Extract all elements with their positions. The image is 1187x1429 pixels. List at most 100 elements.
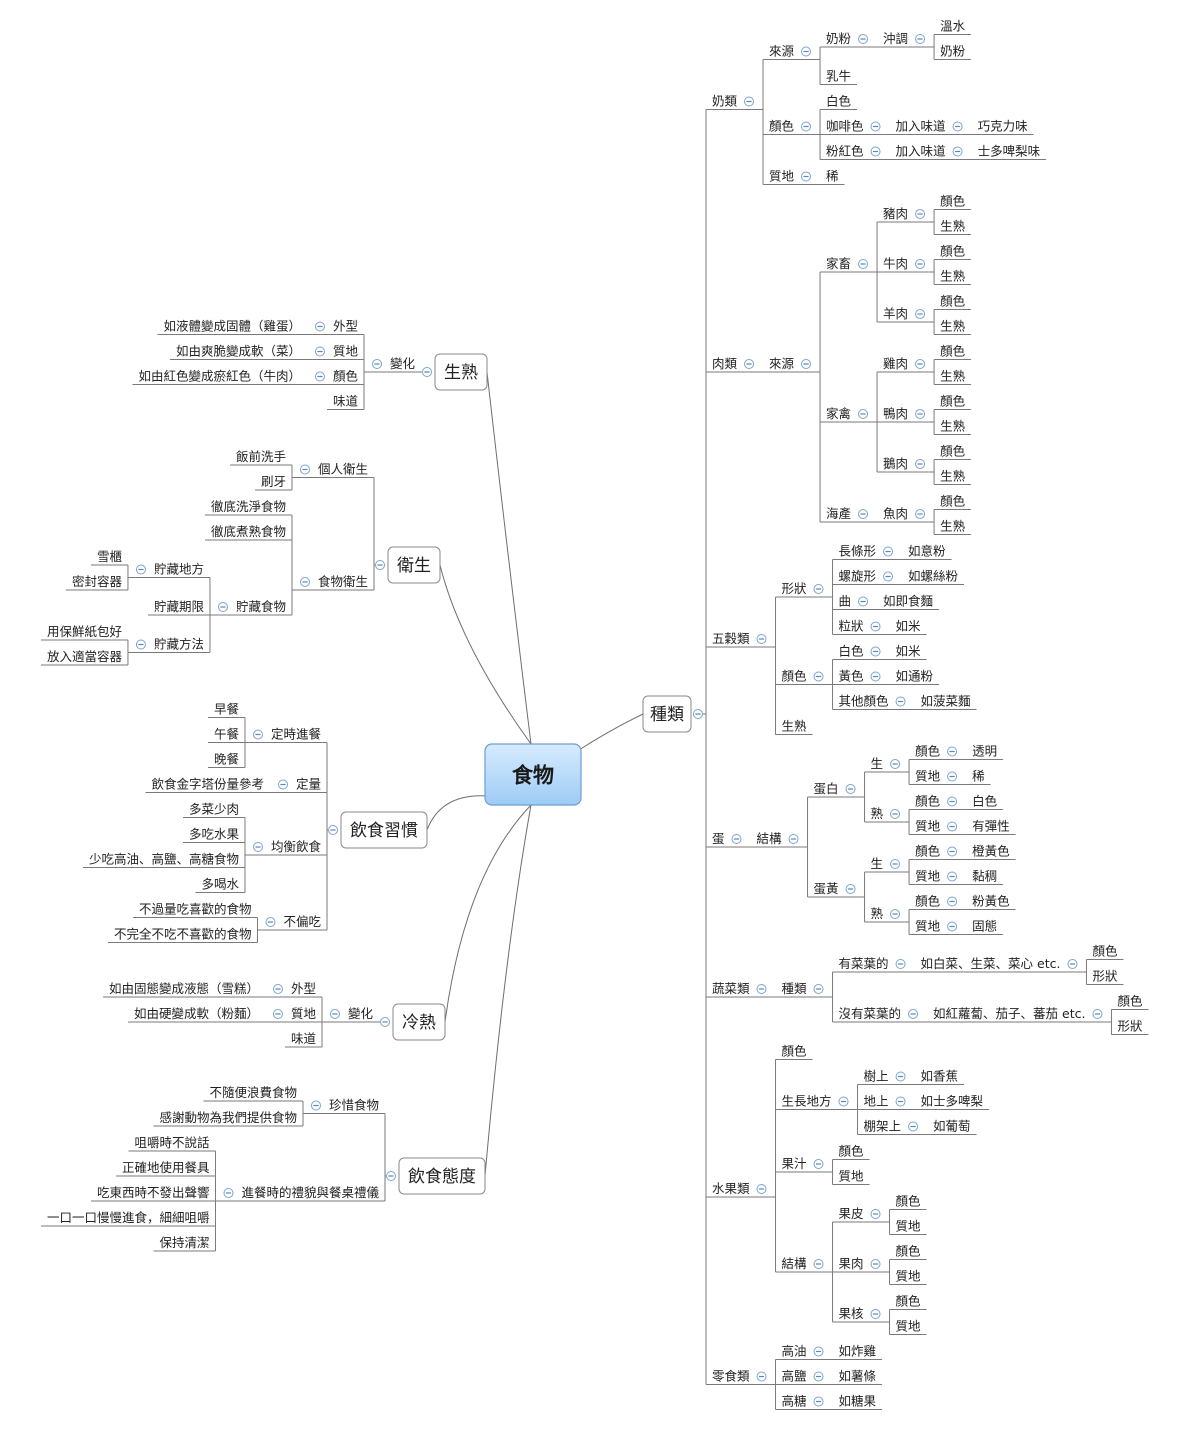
collapse-icon[interactable] (870, 121, 881, 132)
node-mindmap.branches.0.children.5.children.1.children.1[interactable]: 地上 (864, 1094, 889, 1109)
node-mindmap.branches.0.children.5.children.2[interactable]: 果汁 (782, 1156, 808, 1171)
main-topic-box[interactable] (398, 1157, 486, 1195)
node-mindmap.branches.5.children.1.children.3[interactable]: 一口一口慢慢進食，細細咀嚼 (47, 1210, 210, 1225)
node-mindmap.branches.0.children.1.children.0.children.0.children.1.children.1[interactable]: 生熟 (940, 269, 966, 284)
collapse-icon[interactable] (890, 859, 901, 869)
node-mindmap.branches.0.children.2.children.2[interactable]: 生熟 (782, 719, 808, 734)
collapse-icon[interactable] (952, 146, 963, 157)
node-mindmap.branches.0.children.3.children.0.children.0.children.1.children.1.children.0[interactable]: 有彈性 (972, 819, 1010, 834)
node-mindmap.branches.0.children.4.children.0.children.0.children.0[interactable]: 如白菜、生菜、菜心 etc. (921, 956, 1061, 971)
collapse-icon[interactable] (693, 709, 703, 719)
node-mindmap.branches.0.children.3.children.0.children.1.children.0.children.1.children.0[interactable]: 黏稠 (972, 869, 997, 884)
collapse-icon[interactable] (858, 596, 869, 607)
collapse-icon[interactable] (801, 46, 812, 57)
node-mindmap.branches.0.children.2.children.1[interactable]: 顏色 (782, 669, 808, 684)
collapse-icon[interactable] (272, 984, 283, 994)
node-mindmap.branches.0.children.0.children.1.children.1.children.0.children.0[interactable]: 巧克力味 (978, 119, 1029, 134)
collapse-icon[interactable] (895, 959, 906, 969)
collapse-icon[interactable] (890, 759, 901, 769)
node-mindmap.branches.0.children.2[interactable]: 五穀類 (712, 631, 750, 646)
node-mindmap.branches.1.children.0.children.1.children.0[interactable]: 如由爽脆變成軟（菜） (176, 344, 301, 359)
node-mindmap.branches.5.children.0.children.1[interactable]: 感謝動物為我們提供食物 (159, 1110, 297, 1125)
node-mindmap.branches.0.children.6.children.2.children.0[interactable]: 如糖果 (839, 1394, 877, 1409)
node-mindmap.branches.0.children.1.children.0.children.0[interactable]: 家畜 (826, 256, 851, 271)
collapse-icon[interactable] (272, 1009, 283, 1019)
main-topic-box[interactable] (642, 695, 692, 733)
collapse-icon[interactable] (813, 1346, 824, 1357)
node-mindmap.branches.0.children.1.children.0.children.1.children.0.children.1[interactable]: 生熟 (940, 369, 966, 384)
node-mindmap.branches.2.children.1.children.2.children.0.children.0[interactable]: 雪櫃 (97, 549, 123, 564)
collapse-icon[interactable] (1092, 1009, 1103, 1019)
collapse-icon[interactable] (135, 639, 146, 650)
collapse-icon[interactable] (915, 209, 926, 219)
node-mindmap.branches.0.children.3.children.0.children.0.children.0[interactable]: 生 (871, 756, 884, 771)
collapse-icon[interactable] (845, 784, 856, 794)
node-mindmap.branches.2.children.0.children.1[interactable]: 刷牙 (261, 474, 286, 489)
node-mindmap.branches.0.children.5.children.3.children.0.children.1[interactable]: 質地 (896, 1219, 922, 1234)
collapse-icon[interactable] (328, 825, 338, 835)
node-mindmap.branches.0.children.0.children.0.children.0.children.0[interactable]: 沖調 (883, 31, 908, 46)
node-mindmap.branches.0.children.5.children.0[interactable]: 顏色 (782, 1044, 808, 1059)
node-mindmap.branches.0.children.5.children.3.children.1.children.0[interactable]: 顏色 (896, 1244, 922, 1259)
collapse-icon[interactable] (870, 621, 881, 632)
main-topic-1[interactable]: 生熟 (444, 362, 478, 383)
node-mindmap.branches.0.children.0.children.1.children.1.children.0[interactable]: 加入味道 (896, 119, 947, 134)
root-topic-box[interactable] (484, 743, 582, 806)
node-mindmap.branches.0.children.0.children.2[interactable]: 質地 (769, 169, 795, 184)
collapse-icon[interactable] (915, 409, 926, 419)
collapse-icon[interactable] (788, 834, 799, 844)
node-mindmap.branches.0.children.1.children.0.children.0.children.0[interactable]: 豬肉 (883, 206, 908, 221)
collapse-icon[interactable] (890, 809, 901, 819)
node-mindmap.branches.5.children.1.children.0[interactable]: 咀嚼時不說話 (134, 1135, 209, 1150)
node-mindmap.branches.0.children.3.children.0.children.1.children.0.children.1[interactable]: 質地 (915, 869, 941, 884)
node-mindmap.branches.4.children.0.children.0.children.0[interactable]: 如由固態變成液態（雪糕） (109, 981, 259, 996)
node-mindmap.branches.0.children.6.children.0.children.0[interactable]: 如炸雞 (839, 1344, 877, 1359)
node-mindmap.branches.0.children.1.children.0.children.2.children.0.children.0[interactable]: 顏色 (940, 494, 966, 509)
collapse-icon[interactable] (375, 560, 385, 570)
node-mindmap.branches.2.children.0[interactable]: 個人衛生 (318, 462, 368, 477)
node-mindmap.branches.0.children.3.children.0.children.0[interactable]: 蛋白 (814, 781, 839, 796)
collapse-icon[interactable] (813, 1259, 824, 1269)
node-mindmap.branches.0.children.3.children.0.children.1.children.1[interactable]: 熟 (871, 906, 884, 921)
node-mindmap.branches.0.children.1.children.0.children.1.children.0[interactable]: 雞肉 (883, 356, 908, 371)
node-mindmap.branches.0.children.5.children.2.children.1[interactable]: 質地 (839, 1169, 865, 1184)
collapse-icon[interactable] (895, 1096, 906, 1107)
node-mindmap.branches.0.children.4.children.0[interactable]: 種類 (782, 981, 808, 996)
collapse-icon[interactable] (813, 584, 824, 594)
node-mindmap.branches.0.children.4.children.0.children.1.children.0.children.0[interactable]: 顏色 (1117, 994, 1143, 1009)
node-mindmap.branches.0.children.3.children.0.children.1.children.1.children.1[interactable]: 質地 (915, 919, 941, 934)
main-topic-3[interactable]: 飲食習慣 (350, 821, 418, 841)
collapse-icon[interactable] (858, 409, 869, 419)
node-mindmap.branches.0.children.0.children.1.children.0[interactable]: 白色 (826, 94, 852, 109)
node-mindmap.branches.0.children.5.children.1.children.2.children.0[interactable]: 如葡萄 (933, 1119, 971, 1134)
node-mindmap.branches.0.children.5.children.3.children.2.children.0[interactable]: 顏色 (896, 1294, 922, 1309)
collapse-icon[interactable] (870, 1309, 881, 1319)
node-mindmap.branches.0.children.2.children.1.children.1.children.0[interactable]: 如通粉 (896, 669, 934, 684)
node-mindmap.branches.0.children.3.children.0.children.0.children.0.children.1.children.0[interactable]: 稀 (972, 769, 985, 784)
collapse-icon[interactable] (744, 96, 755, 107)
node-mindmap.branches.0.children.0.children.1[interactable]: 顏色 (769, 119, 795, 134)
collapse-icon[interactable] (895, 696, 906, 707)
node-mindmap.branches.0.children.3.children.0.children.1[interactable]: 蛋黃 (814, 881, 839, 896)
node-mindmap.branches.0.children.2.children.1.children.1[interactable]: 黃色 (839, 669, 865, 684)
node-mindmap.branches.0.children.3.children.0.children.1.children.1.children.0[interactable]: 顏色 (915, 894, 941, 909)
node-mindmap.branches.0.children.4.children.0.children.0[interactable]: 有菜葉的 (839, 956, 889, 971)
node-mindmap.branches.0.children.3.children.0.children.1.children.1.children.1.children.0[interactable]: 固態 (972, 919, 997, 934)
collapse-icon[interactable] (915, 509, 926, 519)
collapse-icon[interactable] (947, 846, 958, 857)
node-mindmap.branches.0.children.2.children.0.children.2.children.0[interactable]: 如即食麵 (883, 594, 933, 609)
node-mindmap.branches.0.children.5.children.3[interactable]: 結構 (782, 1256, 808, 1271)
node-mindmap.branches.0.children.5.children.1.children.2[interactable]: 棚架上 (864, 1119, 902, 1134)
node-mindmap.branches.3.children.2.children.1[interactable]: 多吃水果 (189, 827, 240, 842)
node-mindmap.branches.0.children.1.children.0.children.1.children.2.children.0[interactable]: 顏色 (940, 444, 966, 459)
node-mindmap.branches.2.children.1.children.0[interactable]: 徹底洗淨食物 (211, 499, 286, 514)
collapse-icon[interactable] (756, 984, 767, 994)
node-mindmap.branches.0.children.1.children.0.children.0.children.2.children.0[interactable]: 顏色 (940, 294, 966, 309)
node-mindmap.branches.0.children.4.children.0.children.1[interactable]: 沒有菜葉的 (839, 1006, 902, 1021)
collapse-icon[interactable] (299, 577, 310, 587)
collapse-icon[interactable] (310, 1100, 321, 1111)
node-mindmap.branches.0.children.0.children.0.children.0.children.0.children.0[interactable]: 溫水 (940, 19, 966, 34)
node-mindmap.branches.0.children.2.children.0.children.2[interactable]: 曲 (839, 594, 852, 609)
collapse-icon[interactable] (838, 1096, 849, 1107)
collapse-icon[interactable] (277, 779, 288, 790)
